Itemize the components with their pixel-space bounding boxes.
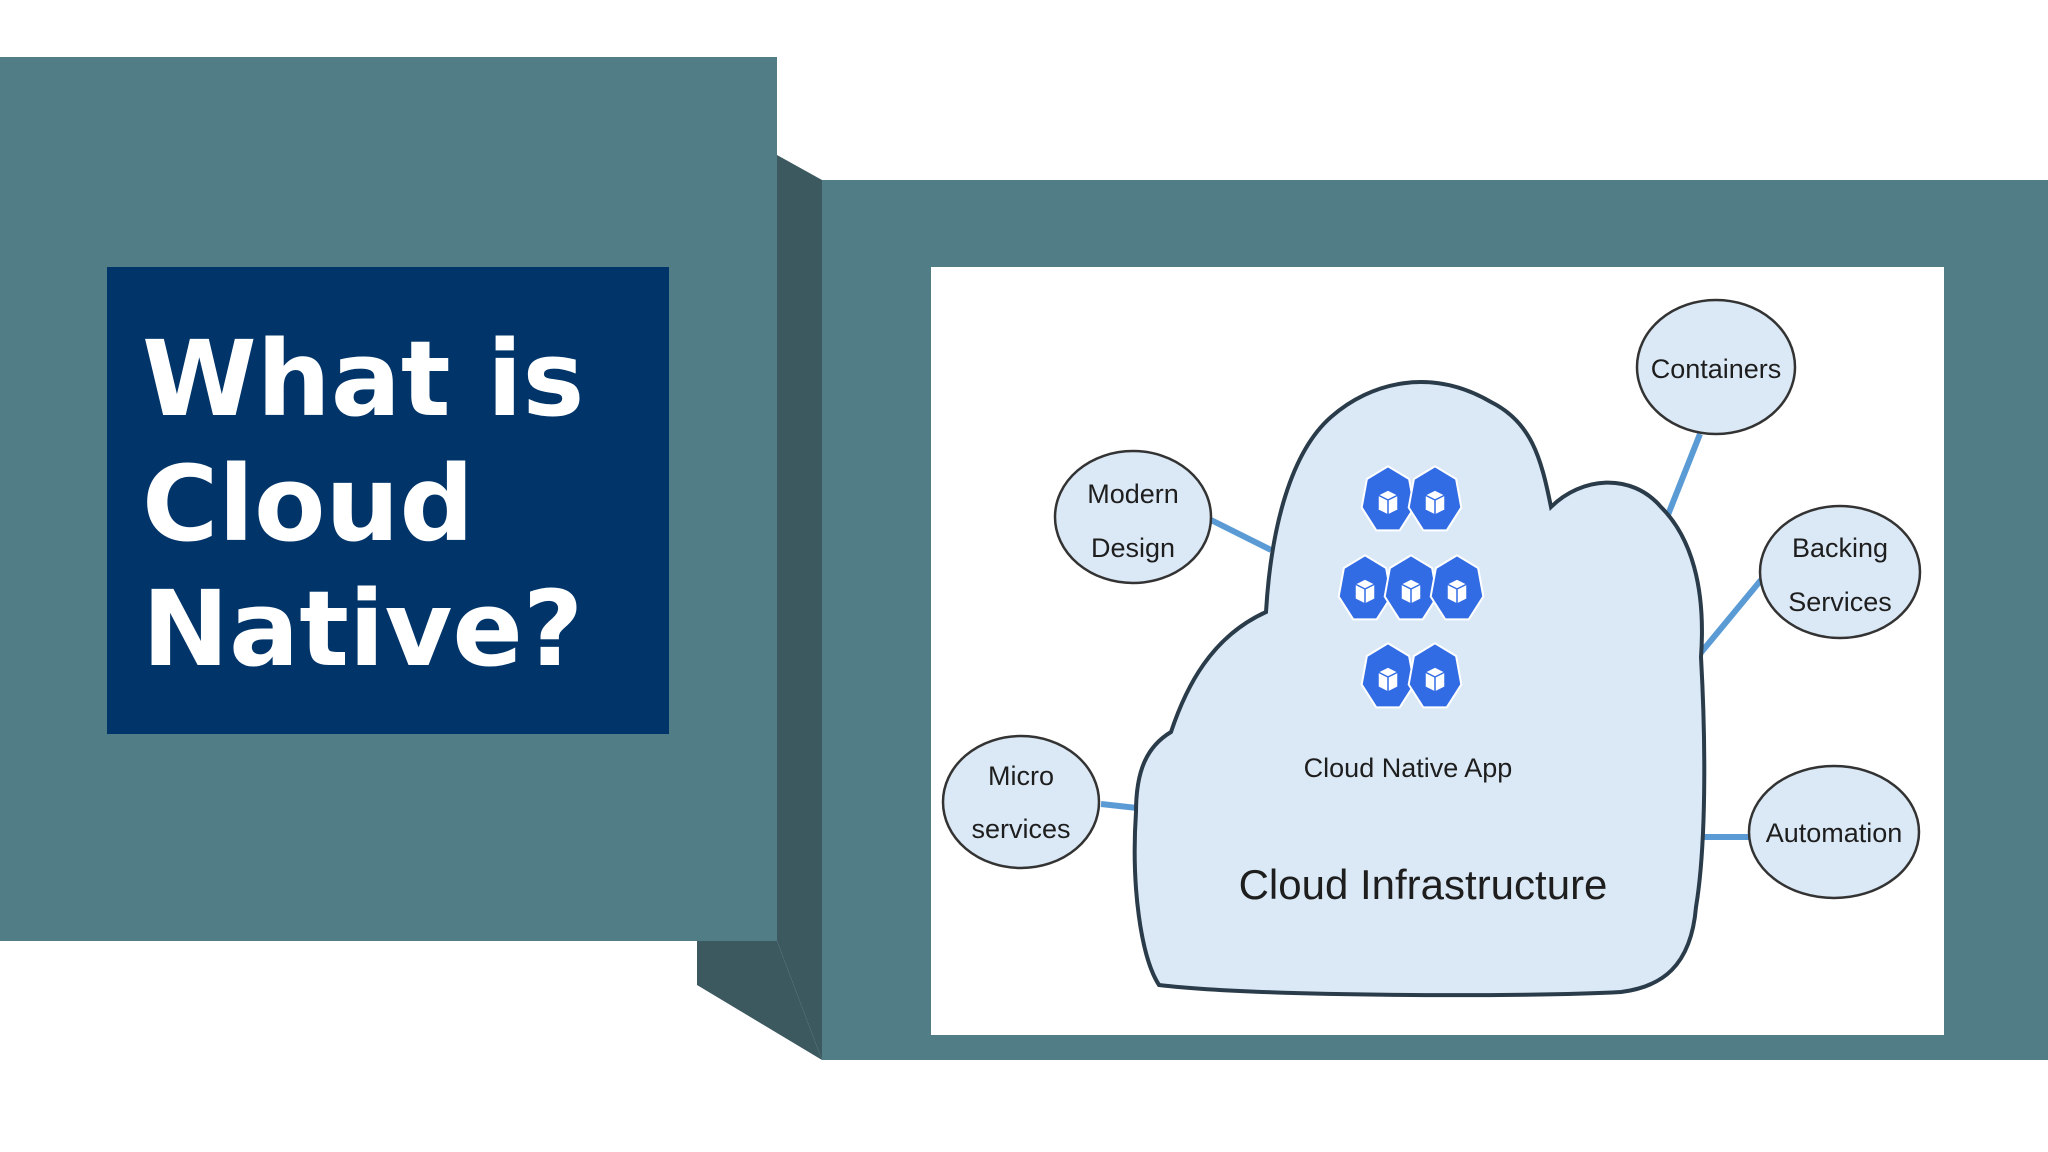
node-label: services [971,814,1070,844]
kubernetes-hexagon-cluster-icon [1337,465,1485,709]
node-label: Modern [1087,479,1179,509]
cube-icon [1377,489,1399,516]
infra-label: Cloud Infrastructure [1239,861,1608,908]
cube-icon [1424,489,1446,516]
slide-title: What is Cloud Native? [142,318,585,690]
cloud-native-diagram: Cloud Native App Cloud Infrastructure Mo… [941,298,1922,998]
title-box: What is Cloud Native? [107,267,669,734]
cube-icon [1400,578,1422,605]
connector-backing-services [1696,578,1764,657]
app-label: Cloud Native App [1304,753,1513,783]
node-automation: Automation [1747,764,1921,900]
node-label: Containers [1651,354,1782,384]
node-label: Backing [1792,533,1888,563]
node-modern-design: Modern Design [1053,449,1213,585]
node-label: Automation [1766,818,1903,848]
diagram-frame: Cloud Native App Cloud Infrastructure Mo… [931,267,1944,1035]
node-label: Micro [988,761,1054,791]
cube-icon [1424,666,1446,693]
node-backing-services: Backing Services [1758,504,1922,640]
cube-icon [1446,578,1468,605]
node-containers: Containers [1635,298,1797,436]
node-label: Services [1788,587,1892,617]
node-label: Design [1091,533,1175,563]
connectors [1100,432,1764,840]
node-micro-services: Micro services [941,734,1101,870]
connector-modern-design [1209,517,1273,553]
cube-icon [1354,578,1376,605]
cube-icon [1377,666,1399,693]
